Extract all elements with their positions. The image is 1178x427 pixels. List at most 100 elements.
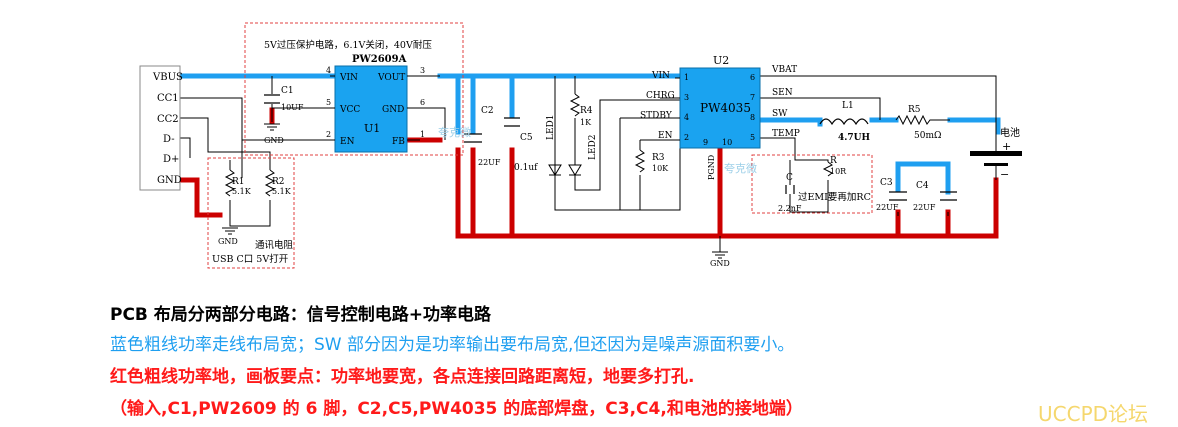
r2-ref: R2 [272, 177, 285, 187]
r1-value: 5.1K [232, 187, 252, 196]
c-emi-value: 2.2nF [778, 204, 802, 213]
ground-symbols [222, 123, 728, 259]
forum-watermark: UCCPD论坛 [1038, 402, 1149, 426]
r-emi-value: 10R [830, 167, 847, 176]
led2-label: LED2 [588, 135, 598, 161]
u2-left-pin: CHRG [646, 91, 675, 101]
u2-right-num: 5 [750, 133, 755, 142]
cc-box-label-1: 通讯电阻 [255, 239, 294, 251]
gnd-label: GND [218, 237, 238, 246]
r1-ref: R1 [232, 177, 245, 187]
battery-plus: + [1002, 140, 1011, 153]
usb-pin-dplus: D+ [163, 154, 179, 165]
r4-value: 1K [580, 118, 592, 127]
caption-line-4: （输入,C1,PW2609 的 6 脚，C2,C5,PW4035 的底部焊盘，C… [110, 399, 803, 419]
gnd-label: GND [264, 136, 284, 145]
c5-value: 0.1uf [514, 163, 538, 173]
u1-pin-num: 3 [420, 66, 425, 75]
r3-ref: R3 [652, 153, 665, 163]
usb-pin-cc1: CC1 [157, 93, 179, 104]
watermark: 夸克微 [724, 161, 757, 175]
u1-part: PW2609A [352, 54, 407, 65]
u1-pin-fb: FB [392, 137, 405, 147]
u1-pin-en: EN [340, 137, 355, 147]
u2-left-pin: VIN [651, 71, 670, 81]
gnd-label: GND [710, 259, 730, 268]
u1-pin-num: 5 [326, 98, 331, 107]
c4-ref: C4 [916, 181, 929, 191]
battery-minus: − [1000, 168, 1009, 181]
u2-right-num: 6 [750, 73, 755, 82]
usb-connector: VBUS CC1 CC2 D- D+ GND [139, 65, 183, 191]
r3-value: 10K [652, 164, 669, 173]
u1-pin-num: 2 [326, 130, 331, 139]
u1-pin-gnd: GND [382, 105, 404, 115]
r5-ref: R5 [908, 105, 921, 115]
r-emi-ref: R [830, 156, 837, 166]
c1-value: 10UF [281, 103, 304, 112]
u1-pin-num: 4 [326, 66, 331, 75]
u1-pin-num: 1 [420, 130, 425, 139]
u2-left-pin: EN [658, 131, 673, 141]
capacitor-symbols [264, 94, 957, 201]
dashed-boxes [207, 22, 873, 269]
u2-left-pin: STDBY [640, 111, 673, 121]
c-emi-ref: C [786, 173, 793, 183]
u2-left-num: 3 [684, 93, 689, 102]
caption-line-3: 红色粗线功率地，画板要点：功率地要宽，各点连接回路距离短，地要多打孔. [110, 367, 695, 387]
u1-pin-vout: VOUT [377, 73, 405, 83]
ground-traces [177, 107, 999, 239]
u2-left-num: 1 [684, 73, 689, 82]
c3-value: 22UF [876, 203, 899, 212]
u2-ref: U2 [713, 54, 729, 67]
u1-pin-vin: VIN [339, 73, 358, 83]
c1-ref: C1 [281, 86, 294, 96]
led-symbols [548, 90, 582, 176]
u2-right-pin: SW [772, 109, 788, 119]
u1-pin-vcc: VCC [339, 105, 360, 115]
u2-chip: U2 PW4035 VIN CHRG STDBY EN 1 3 4 2 VBAT… [640, 54, 800, 180]
u1-chip: PW2609A U1 VIN VOUT VCC GND EN FB 4 3 5 … [320, 54, 440, 153]
u2-right-pin: VBAT [771, 65, 797, 75]
caption-line-1: PCB 布局分两部分电路：信号控制电路+功率电路 [110, 305, 492, 325]
signal-wires [180, 75, 997, 252]
u2-left-num: 2 [684, 133, 689, 142]
r5-value: 50mΩ [914, 131, 941, 141]
l1-ref: L1 [842, 101, 854, 111]
u2-right-num: 7 [750, 93, 755, 102]
schematic: VBUS CC1 CC2 D- D+ GND 5V过压保护电路，6.1V关闭，4… [139, 22, 1022, 269]
u2-right-pin: TEMP [772, 129, 800, 139]
emi-label: 过EMI要再加RC [798, 191, 871, 203]
u1-ref: U1 [364, 122, 380, 135]
caption-line-2: 蓝色粗线功率走线布局宽；SW 部分因为是功率输出要布局宽,但还因为是噪声源面积要… [110, 335, 795, 355]
r4-ref: R4 [580, 106, 593, 116]
watermark: 夸克微 [438, 125, 471, 139]
cc-box-label-2: USB C口 5V打开 [212, 253, 289, 265]
u2-left-num: 4 [684, 113, 689, 122]
u2-bottom-num: 10 [722, 138, 732, 147]
l1-value: 4.7UH [838, 133, 871, 143]
c3-ref: C3 [880, 178, 893, 188]
power-traces [177, 73, 1001, 195]
inductor-symbol [819, 118, 869, 126]
usb-pin-vbus: VBUS [152, 72, 183, 83]
u2-right-pin: SEN [772, 88, 793, 98]
u2-bottom-label: PGND [707, 155, 716, 180]
u1-pin-num: 6 [420, 98, 425, 107]
c2-ref: C2 [481, 106, 494, 116]
c4-value: 22UF [913, 203, 936, 212]
battery-label: 电池 [1000, 126, 1020, 139]
battery-symbol [970, 151, 1022, 180]
u2-right-num: 8 [750, 113, 755, 122]
usb-pin-gnd: GND [157, 175, 182, 186]
resistor-symbols [224, 93, 950, 197]
u2-part: PW4035 [700, 101, 751, 115]
usb-pin-dminus: D- [163, 134, 175, 145]
led1-label: LED1 [546, 115, 556, 141]
c2-value: 22UF [478, 158, 501, 167]
usb-pin-cc2: CC2 [157, 114, 179, 125]
protect-box-label: 5V过压保护电路，6.1V关闭，40V耐压 [264, 39, 432, 51]
u2-bottom-num: 9 [703, 138, 708, 147]
c5-ref: C5 [520, 133, 533, 143]
r2-value: 5.1K [272, 187, 292, 196]
